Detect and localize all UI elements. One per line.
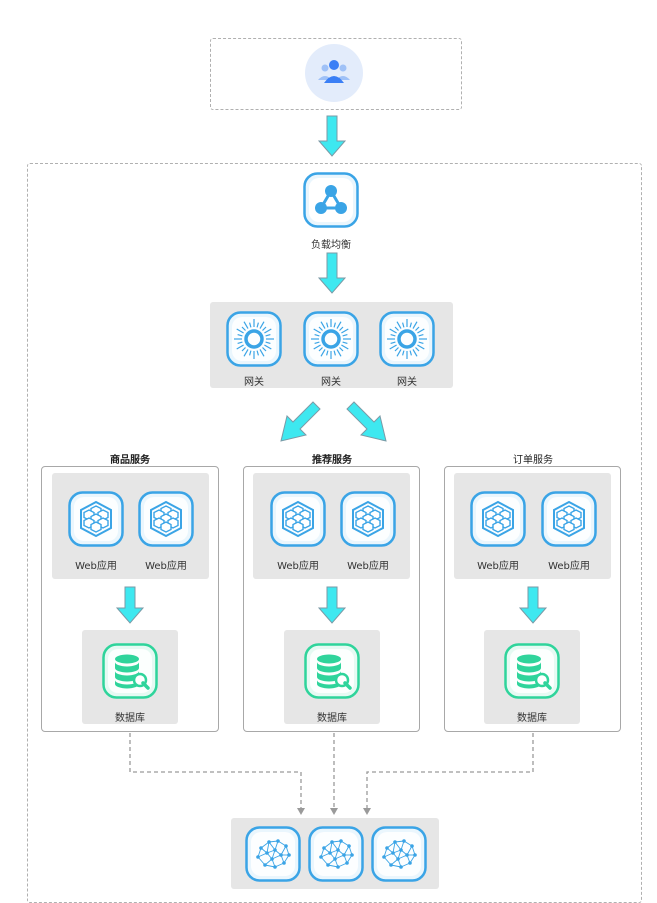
gateway-icon	[303, 311, 359, 367]
webapp-label: Web应用	[75, 561, 117, 572]
network-icon	[308, 826, 364, 882]
service-box-product	[41, 466, 219, 732]
service-title: 商品服务	[110, 455, 150, 466]
database-icon	[304, 643, 360, 699]
gateway-label: 网关	[397, 377, 417, 388]
arrow-down-icon	[317, 586, 347, 628]
gateway-label: 网关	[321, 377, 341, 388]
webapp-label: Web应用	[347, 561, 389, 572]
arrow-down-icon	[317, 115, 347, 161]
webapp-icon	[270, 491, 326, 547]
webapp-icon	[138, 491, 194, 547]
network-icon	[245, 826, 301, 882]
arrow-down-icon	[317, 252, 347, 298]
users-container	[210, 38, 462, 110]
webapp-icon	[340, 491, 396, 547]
service-title: 订单服务	[513, 455, 553, 466]
arrow-down-icon	[518, 586, 548, 628]
load-balancer-label: 负载均衡	[311, 240, 351, 251]
load-balancer-icon	[303, 172, 359, 228]
service-title: 推荐服务	[312, 455, 352, 466]
database-icon	[102, 643, 158, 699]
webapp-icon	[541, 491, 597, 547]
gateway-label: 网关	[244, 377, 264, 388]
arrow-down-right-icon	[345, 400, 389, 448]
webapp-label: Web应用	[145, 561, 187, 572]
service-box-order	[444, 466, 621, 732]
gateway-icon	[379, 311, 435, 367]
arrow-down-icon	[115, 586, 145, 628]
webapp-icon	[470, 491, 526, 547]
arrow-down-left-icon	[278, 400, 322, 448]
webapp-label: Web应用	[477, 561, 519, 572]
webapp-icon	[68, 491, 124, 547]
database-label: 数据库	[115, 713, 145, 724]
webapp-label: Web应用	[548, 561, 590, 572]
users-icon	[305, 44, 363, 102]
database-label: 数据库	[517, 713, 547, 724]
webapp-label: Web应用	[277, 561, 319, 572]
database-icon	[504, 643, 560, 699]
service-box-recommend	[243, 466, 420, 732]
gateway-icon	[226, 311, 282, 367]
database-label: 数据库	[317, 713, 347, 724]
network-icon	[371, 826, 427, 882]
